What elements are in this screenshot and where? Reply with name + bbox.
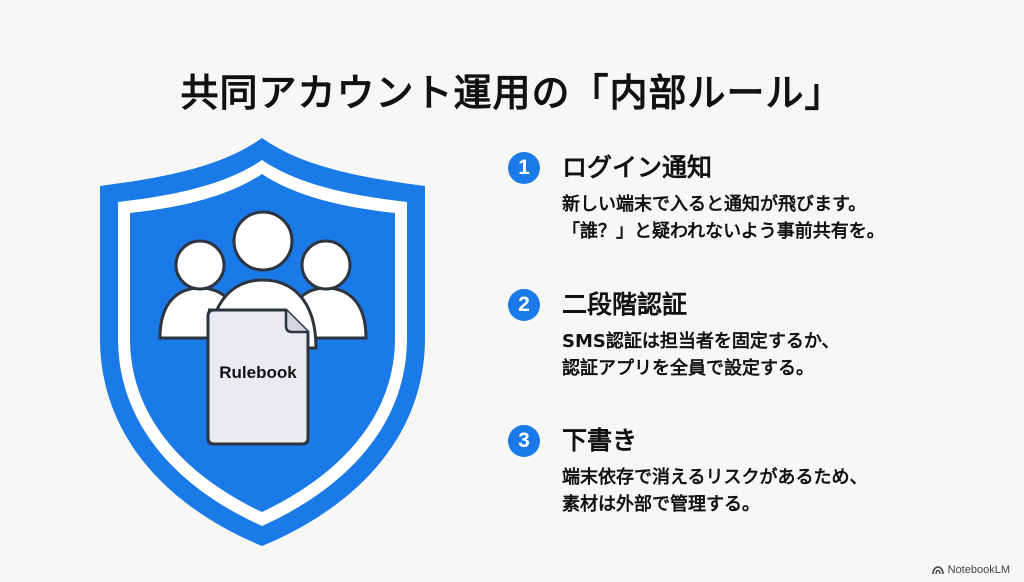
rule-title: 二段階認証 [562, 290, 688, 319]
number-badge-icon: 1 [508, 152, 540, 184]
watermark-label: NotebookLM [947, 564, 1010, 576]
rule-description-line: 新しい端末で入ると通知が飛びます。 [562, 194, 867, 215]
slide-title: 共同アカウント運用の「内部ルール」 [180, 71, 844, 115]
rule-description-line: 「誰？」と疑われないよう事前共有を。 [562, 221, 885, 242]
notebooklm-logo-icon [931, 565, 944, 574]
number-badge-icon: 2 [508, 289, 540, 321]
rule-item-drafts: 3 下書き 端末依存で消えるリスクがあるため、 素材は外部で管理する。 [508, 423, 867, 518]
rule-title: ログイン通知 [562, 153, 713, 182]
rule-description-line: 端末依存で消えるリスクがあるため、 [562, 467, 868, 488]
rule-description-line: SMS認証は担当者を固定するか、 [562, 331, 840, 352]
rule-item-login-notification: 1 ログイン通知 新しい端末で入ると通知が飛びます。 「誰？」と疑われないよう事… [508, 150, 885, 245]
notebooklm-watermark: NotebookLM [931, 564, 1010, 576]
rule-description: 新しい端末で入ると通知が飛びます。 「誰？」と疑われないよう事前共有を。 [562, 191, 885, 245]
rule-item-two-factor-auth: 2 二段階認証 SMS認証は担当者を固定するか、 認証アプリを全員で設定する。 [508, 287, 839, 382]
shield-icon [100, 138, 425, 546]
rulebook-document-icon [206, 308, 310, 446]
rule-description-line: 素材は外部で管理する。 [562, 494, 760, 515]
rule-description: SMS認証は担当者を固定するか、 認証アプリを全員で設定する。 [562, 328, 839, 382]
shield-illustration: Rulebook [100, 138, 425, 548]
rulebook-label: Rulebook [219, 363, 297, 382]
rule-title: 下書き [562, 426, 638, 455]
rule-description: 端末依存で消えるリスクがあるため、 素材は外部で管理する。 [562, 464, 867, 518]
number-badge-icon: 3 [508, 425, 540, 457]
rule-description-line: 認証アプリを全員で設定する。 [562, 358, 814, 379]
